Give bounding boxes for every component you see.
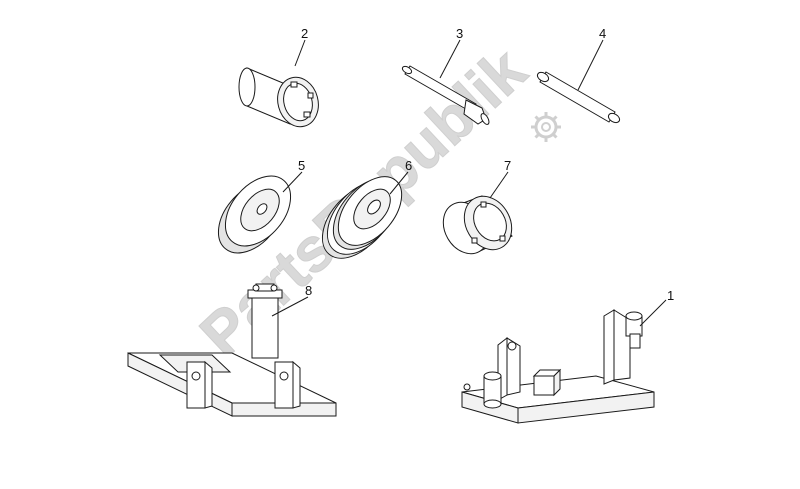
part-8-stand-plate [127,283,337,417]
callouts: 1 2 3 4 5 6 7 8 [298,26,674,303]
callout-7: 7 [504,158,511,173]
part-2-socket-tool [238,67,319,128]
part-4-short-pin [536,71,621,124]
part-6-grooved-pulley [321,176,403,259]
part-3-long-pin [401,65,490,125]
callout-4: 4 [599,26,606,41]
callout-2: 2 [301,26,308,41]
part-1-fixture-plate [461,309,655,424]
part-5-disc [217,175,292,254]
watermark-gear-icon [531,112,561,142]
callout-5: 5 [298,158,305,173]
callout-8: 8 [305,283,312,298]
callout-6: 6 [405,158,412,173]
callout-1: 1 [667,288,674,303]
part-7-slotted-bushing [442,195,513,255]
callout-3: 3 [456,26,463,41]
leader-lines [271,39,667,327]
